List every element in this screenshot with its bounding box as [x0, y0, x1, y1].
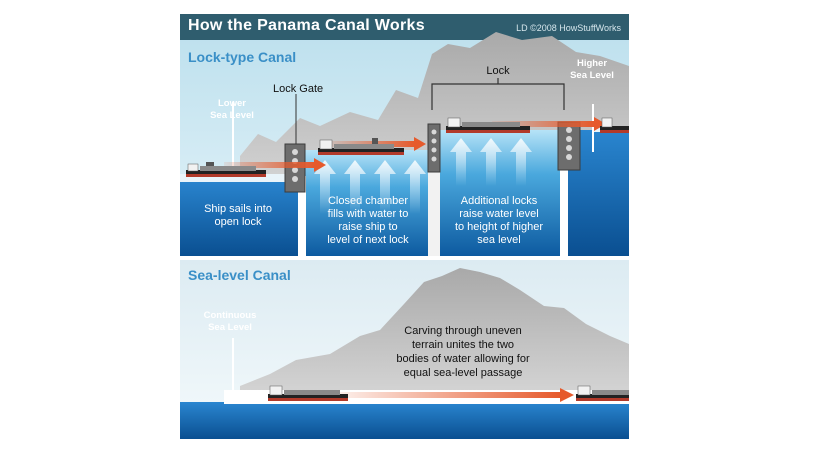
ship-sea-level-2 — [576, 385, 629, 401]
caption-chamber-1: Closed chamber — [328, 195, 408, 207]
continuous-sea-marker — [232, 338, 234, 400]
lock-gate-2 — [427, 123, 441, 173]
sea-level-caption-1: Carving through uneven — [404, 325, 521, 337]
lower-sea-label-1: Lower — [218, 98, 246, 109]
caption-locks-3: to height of higher — [455, 221, 543, 233]
caption-chamber-2: fills with water to — [328, 208, 409, 220]
caption-ship-sails-2: open lock — [214, 216, 262, 228]
sea-level-canal-heading: Sea-level Canal — [188, 267, 291, 283]
lower-sea — [180, 178, 300, 256]
ship-path-3 — [492, 121, 594, 127]
lower-sea-surface — [180, 174, 298, 182]
sea-level-canal-panel: Sea-level Canal Continuous Sea Level Car… — [180, 260, 629, 439]
credit-line: LD ©2008 HowStuffWorks — [516, 23, 621, 33]
caption-chamber-3: raise ship to — [338, 221, 397, 233]
lock-wall-3 — [560, 126, 568, 256]
ship-upper-lock — [446, 117, 530, 133]
higher-sea-label-2: Sea Level — [570, 70, 614, 81]
sea-level-caption-4: equal sea-level passage — [404, 367, 523, 379]
higher-sea-marker — [592, 104, 594, 152]
lower-sea-label-2: Sea Level — [210, 110, 254, 121]
sea-level-arrow-head — [560, 388, 574, 402]
canal-diagram: How the Panama Canal Works LD ©2008 HowS… — [180, 14, 629, 439]
arrow-head-3 — [594, 117, 606, 131]
caption-locks-2: raise water level — [459, 208, 538, 220]
lower-sea-marker — [232, 102, 234, 170]
sea-level-ship-path — [340, 392, 560, 398]
caption-chamber-4: level of next lock — [327, 234, 409, 246]
caption-locks-4: sea level — [477, 234, 520, 246]
panel-divider — [180, 256, 629, 260]
arrow-head-2 — [414, 137, 426, 151]
lock-label: Lock — [486, 65, 510, 77]
title-bar: How the Panama Canal Works LD ©2008 HowS… — [180, 14, 629, 40]
caption-ship-sails-1: Ship sails into — [204, 203, 272, 215]
sea-level-caption-3: bodies of water allowing for — [396, 353, 530, 365]
ship-chamber — [318, 138, 404, 155]
lock-gate-label: Lock Gate — [273, 83, 323, 95]
ship-lower — [186, 162, 266, 177]
mountain-bottom — [240, 268, 629, 394]
lock-canal-heading: Lock-type Canal — [188, 49, 296, 65]
ship-sea-level-1 — [268, 385, 348, 401]
sea-level-water — [180, 402, 629, 439]
continuous-sea-label-2: Sea Level — [208, 322, 252, 333]
ship-path-1 — [224, 162, 314, 168]
caption-locks-1: Additional locks — [461, 195, 538, 207]
rising-water-arrows — [314, 138, 532, 214]
sea-level-caption-2: terrain unites the two — [412, 339, 514, 351]
continuous-sea-label-1: Continuous — [204, 310, 257, 321]
lock-wall-1 — [298, 176, 306, 256]
ship-higher-sea — [600, 117, 629, 133]
lock-canal-panel: Lock-type Canal Lock Gate Lock Lower Sea… — [180, 32, 629, 256]
lock-gate-3 — [557, 121, 581, 171]
diagram-svg: Lock-type Canal Lock Gate Lock Lower Sea… — [180, 32, 629, 439]
diagram-title: How the Panama Canal Works — [188, 17, 425, 34]
higher-sea-label-1: Higher — [577, 58, 607, 69]
arrow-head-1 — [314, 158, 326, 172]
